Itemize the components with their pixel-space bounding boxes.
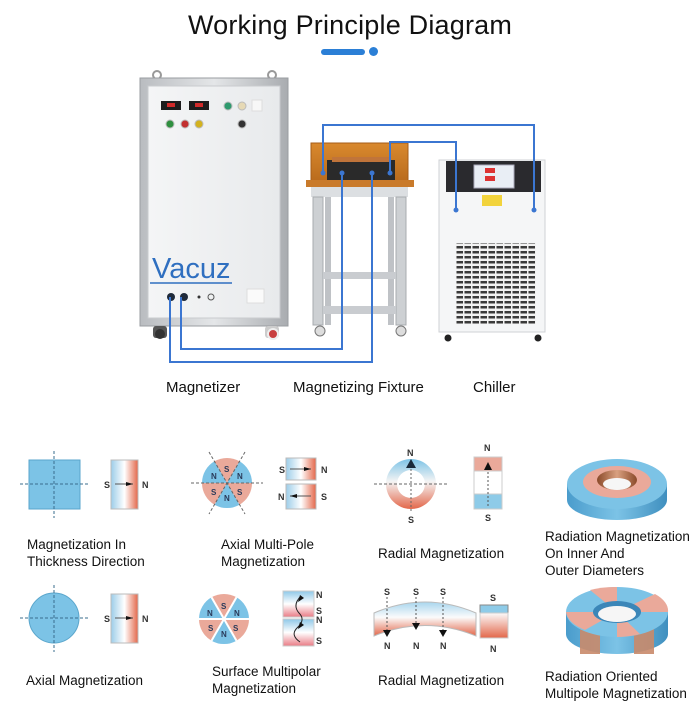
pole-label-south: S <box>440 587 446 597</box>
pole-label-south: S <box>485 513 491 523</box>
diagram-axial-magnetization: S N <box>20 585 149 652</box>
caption-thickness-direction: Magnetization In Thickness Direction <box>27 537 145 569</box>
pole-label-north: N <box>211 472 217 481</box>
pole-label-north: N <box>316 615 323 625</box>
diagram-radial-bar: N S <box>473 443 503 523</box>
pole-label-south: S <box>208 624 214 633</box>
pole-label-south: S <box>384 587 390 597</box>
caption-radial-arc: Radial Magnetization <box>378 673 505 688</box>
pole-label-north: N <box>321 465 328 475</box>
pole-s: S <box>104 480 110 490</box>
diagram-radiation-inner-outer <box>567 459 667 520</box>
magnetizing-fixture <box>306 142 414 337</box>
diagram-surface-multipolar-bar: N S N S <box>282 590 323 647</box>
pole-label-south: S <box>211 488 217 497</box>
pole-label-north: N <box>224 494 230 503</box>
pole-label-south: S <box>413 587 419 597</box>
pole-label-south: S <box>408 515 414 525</box>
pole-n: N <box>142 480 149 490</box>
pole-label-north: N <box>234 609 240 618</box>
pole-label-north: N <box>484 443 491 453</box>
caption-radial-ring: Radial Magnetization <box>378 546 505 561</box>
diagram-radiation-multipole <box>566 586 669 654</box>
pole-label-north: N <box>142 614 149 624</box>
caption-axial: Axial Magnetization <box>26 673 144 688</box>
pole-label-north: N <box>440 641 447 651</box>
magnetizer-cabinet <box>139 70 289 340</box>
diagram-radial-block: S N <box>479 593 509 654</box>
pole-label-north: N <box>413 641 420 651</box>
brand-logo: Vacuz <box>152 253 230 285</box>
pole-label-south: S <box>104 614 110 624</box>
pole-label-south: S <box>490 593 496 603</box>
label-chiller: Chiller <box>473 379 516 396</box>
pole-label-south: S <box>316 636 322 646</box>
label-magnetizing-fixture: Magnetizing Fixture <box>293 379 424 396</box>
pole-label-south: S <box>279 465 285 475</box>
diagram-axial-multipole: S N S N S N <box>191 451 263 515</box>
label-magnetizer: Magnetizer <box>166 379 241 396</box>
pole-label-north: N <box>407 448 414 458</box>
pole-label-south: S <box>221 602 227 611</box>
pole-label-south: S <box>321 492 327 502</box>
pole-label-north: N <box>490 644 497 654</box>
caption-surface-multipolar: Surface Multipolar Magnetization <box>212 664 321 696</box>
pole-label-south: S <box>233 624 239 633</box>
page-title: Working Principle Diagram <box>187 10 513 40</box>
diagram-surface-multipolar: S N S N S N <box>198 593 250 645</box>
caption-radiation-inner-outer: Radiation Magnetization On Inner And Out… <box>545 529 690 578</box>
diagram-thickness-magnetization: S N <box>20 451 149 518</box>
pole-label-north: N <box>207 609 213 618</box>
connection-cables <box>169 124 535 363</box>
pole-label-north: N <box>221 630 227 639</box>
caption-axial-multipole: Axial Multi-Pole Magnetization <box>221 537 315 569</box>
pole-label-north: N <box>237 472 243 481</box>
title-underline-dot <box>369 47 378 56</box>
pole-label-north: N <box>278 492 285 502</box>
pole-label-south: S <box>316 606 322 616</box>
chiller <box>438 159 546 342</box>
diagram-radial-arc: S S S N N N <box>373 587 477 651</box>
caption-radiation-multipole: Radiation Oriented Multipole Magnetizati… <box>545 669 687 701</box>
pole-label-north: N <box>384 641 391 651</box>
diagram-radial-ring: N S <box>374 448 448 525</box>
title-underline-bar <box>321 49 365 55</box>
pole-label-north: N <box>316 590 323 600</box>
equipment-illustration: Vacuz <box>139 70 546 363</box>
pole-label-south: S <box>224 465 230 474</box>
diagram-axial-multipole-bar: S N N S <box>278 457 328 510</box>
pole-label-south: S <box>237 488 243 497</box>
